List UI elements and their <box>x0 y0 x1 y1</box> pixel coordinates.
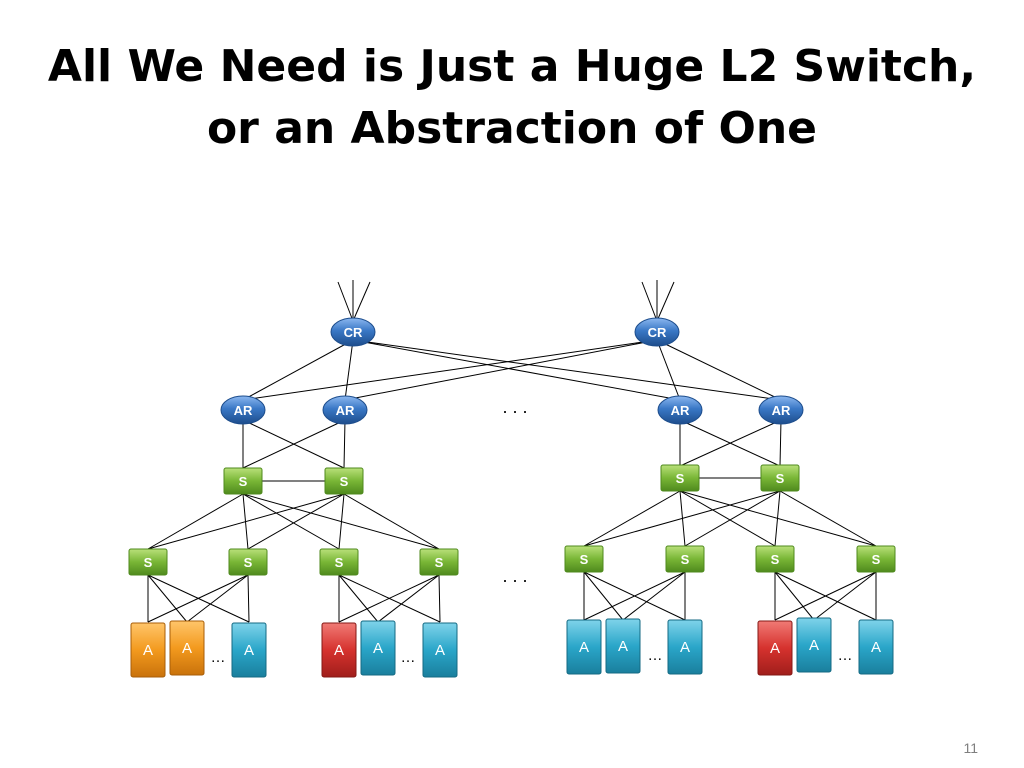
server-blue: A <box>422 622 458 678</box>
tor-switch-5: S <box>564 545 604 573</box>
server-orange: A <box>130 622 166 678</box>
server-label: A <box>809 637 819 654</box>
router-tier-ellipsis: . . . <box>502 397 527 417</box>
agg-switch-right-2: S <box>760 464 800 492</box>
server-label: A <box>871 639 881 656</box>
server-blue: A <box>231 622 267 678</box>
tor-switch-8: S <box>856 545 896 573</box>
tor-switch-4: S <box>419 548 459 576</box>
server-label: A <box>579 639 589 656</box>
server-ellipsis: … <box>211 649 226 666</box>
access-router-1: AR <box>220 395 266 425</box>
server-red: A <box>321 622 357 678</box>
server-ellipsis: … <box>401 649 416 666</box>
core-router-left: CR <box>330 317 376 347</box>
access-router-label: AR <box>336 403 355 418</box>
tor-switch-2: S <box>228 548 268 576</box>
server-label: A <box>680 639 690 656</box>
network-links <box>147 280 877 623</box>
switch-label: S <box>340 474 349 489</box>
switch-label: S <box>676 471 685 486</box>
slide-title-line-2: or an Abstraction of One <box>206 103 818 154</box>
server-ellipsis: … <box>838 647 853 664</box>
tor-switch-1: S <box>128 548 168 576</box>
core-router-label: CR <box>648 325 667 340</box>
switch-tier-ellipsis: . . . <box>502 566 527 586</box>
access-router-4: AR <box>758 395 804 425</box>
switch-label: S <box>580 552 589 567</box>
access-router-3: AR <box>657 395 703 425</box>
core-router-right: CR <box>634 317 680 347</box>
server-ellipsis: … <box>648 647 663 664</box>
server-label: A <box>244 642 254 659</box>
server-label: A <box>182 640 192 657</box>
access-router-label: AR <box>671 403 690 418</box>
switch-label: S <box>244 555 253 570</box>
server-blue: A <box>858 619 894 675</box>
tor-switch-6: S <box>665 545 705 573</box>
switch-label: S <box>872 552 881 567</box>
server-label: A <box>143 642 153 659</box>
server-blue: A <box>360 620 396 676</box>
server-label: A <box>373 640 383 657</box>
page-number: 11 <box>963 740 978 756</box>
access-router-label: AR <box>772 403 791 418</box>
access-router-2: AR <box>322 395 368 425</box>
switch-label: S <box>239 474 248 489</box>
agg-switch-left-1: S <box>223 467 263 495</box>
server-blue: A <box>605 618 641 674</box>
tor-switch-7: S <box>755 545 795 573</box>
switch-label: S <box>335 555 344 570</box>
server-red: A <box>757 620 793 676</box>
slide-title-line-1: All We Need is Just a Huge L2 Switch, <box>47 41 977 92</box>
server-label: A <box>435 642 445 659</box>
access-router-label: AR <box>234 403 253 418</box>
tor-switch-3: S <box>319 548 359 576</box>
server-blue: A <box>566 619 602 675</box>
agg-switch-right-1: S <box>660 464 700 492</box>
agg-switch-left-2: S <box>324 467 364 495</box>
core-router-label: CR <box>344 325 363 340</box>
switch-label: S <box>681 552 690 567</box>
switch-label: S <box>435 555 444 570</box>
server-blue: A <box>796 617 832 673</box>
server-orange: A <box>169 620 205 676</box>
server-label: A <box>334 642 344 659</box>
switch-label: S <box>144 555 153 570</box>
server-label: A <box>618 638 628 655</box>
switch-label: S <box>771 552 780 567</box>
slide-title: All We Need is Just a Huge L2 Switch, or… <box>0 36 1024 160</box>
switch-label: S <box>776 471 785 486</box>
server-blue: A <box>667 619 703 675</box>
server-label: A <box>770 640 780 657</box>
